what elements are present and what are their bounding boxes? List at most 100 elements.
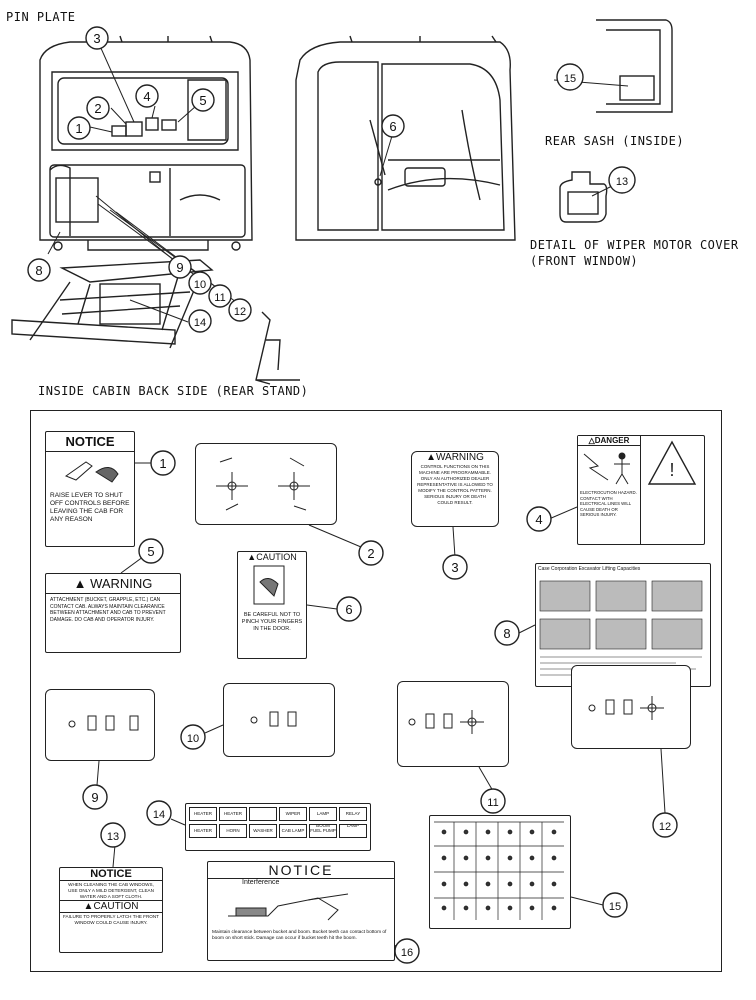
inside-cabin-label: INSIDE CABIN BACK SIDE (REAR STAND) — [38, 384, 309, 398]
svg-text:6: 6 — [389, 119, 396, 134]
svg-text:12: 12 — [234, 306, 246, 318]
svg-text:10: 10 — [187, 733, 199, 745]
notice-decal-1: NOTICE RAISE LEVER TO SHUT OFF CONTROLS … — [45, 431, 135, 547]
panel-callouts: 1 2 3 4 5 6 8 9 10 11 12 14 13 15 16 — [82, 450, 678, 964]
leader-lines — [47, 45, 629, 323]
notice-header-16: NOTICE — [208, 862, 394, 879]
svg-text:8: 8 — [503, 626, 510, 641]
rear-sash-label: REAR SASH (INSIDE) — [545, 134, 685, 148]
decal-panel: NOTICE RAISE LEVER TO SHUT OFF CONTROLS … — [30, 410, 722, 972]
fuse-cell: LAMP BOOM — [309, 807, 337, 828]
svg-text:6: 6 — [345, 602, 352, 617]
danger-header: △DANGER — [578, 436, 640, 446]
danger-text: ELECTROCUTION HAZARD. CONTACT WITH ELECT… — [580, 490, 637, 517]
svg-text:12: 12 — [659, 821, 671, 833]
fuse-cell: WIPER — [279, 807, 307, 821]
switch-icons — [408, 710, 484, 734]
capacity-table-graphic — [539, 580, 703, 676]
electrocution-icon — [583, 452, 630, 485]
pinch-icon — [253, 565, 285, 605]
notice-header-13: NOTICE — [60, 868, 162, 881]
danger-decal-4: △DANGER ELECTROCUTION HAZARD. CONTACT WI… — [577, 435, 705, 545]
svg-text:13: 13 — [107, 831, 119, 843]
caution-header-13: ▲CAUTION — [60, 900, 162, 914]
fuse-row-1: HEATER HEATER WIPER LAMP BOOM RELAY LAMP — [189, 807, 367, 828]
switch-icons — [250, 711, 297, 727]
cab-rear-view — [39, 35, 253, 251]
fuse-cell — [249, 807, 277, 821]
hand-signals-decal-15 — [429, 815, 571, 929]
svg-text:3: 3 — [93, 31, 100, 46]
rear-stand-drawing — [11, 259, 300, 385]
notice-decal-13: NOTICE WHEN CLEANING THE CAB WINDOWS, US… — [59, 867, 163, 953]
svg-text:11: 11 — [214, 292, 225, 304]
svg-text:1: 1 — [75, 121, 82, 136]
fuse-cell: HEATER — [189, 824, 217, 838]
fuse-cell: HORN — [219, 824, 247, 838]
switch-decal-11 — [397, 681, 509, 767]
warning-text-5: ATTACHMENT (BUCKET, GRAPPLE, ETC.) CAN C… — [50, 597, 166, 623]
svg-text:15: 15 — [609, 901, 621, 913]
fuse-cell: FUEL PUMP — [309, 824, 337, 838]
svg-text:16: 16 — [401, 947, 413, 959]
warning-text: CONTROL FUNCTIONS ON THIS MACHINE ARE PR… — [417, 464, 493, 505]
fuse-cell: HEATER — [219, 807, 247, 821]
svg-text:14: 14 — [194, 317, 206, 329]
notice-text-16: Maintain clearance between bucket and bo… — [212, 930, 387, 941]
cab-exterior-drawings: 1 2 3 4 5 6 8 9 10 11 12 14 15 13 — [11, 19, 673, 385]
fuse-label-decal-14: HEATER HEATER WIPER LAMP BOOM RELAY LAMP… — [185, 803, 371, 851]
wiper-detail-sublabel: (FRONT WINDOW) — [530, 254, 639, 268]
svg-text:15: 15 — [564, 73, 576, 85]
svg-text:13: 13 — [616, 176, 628, 188]
cab-side-view — [295, 35, 516, 241]
notice-text: RAISE LEVER TO SHUT OFF CONTROLS BEFORE … — [50, 492, 130, 523]
svg-text:8: 8 — [35, 263, 42, 278]
switch-decal-10 — [223, 683, 335, 757]
warning-decal-5: ▲ WARNING ATTACHMENT (BUCKET, GRAPPLE, E… — [45, 573, 181, 653]
switch-icons — [68, 715, 139, 731]
caution-text-13: FAILURE TO PROPERLY LATCH THE FRONT WIND… — [63, 914, 159, 926]
svg-text:9: 9 — [91, 790, 98, 805]
switch-icons — [588, 696, 664, 720]
caution-header: ▲CAUTION — [247, 552, 297, 562]
warning-header-5: ▲ WARNING — [46, 574, 180, 594]
svg-text:11: 11 — [487, 797, 498, 809]
capacity-title: Case Corporation Excavator Lifting Capac… — [538, 566, 641, 572]
svg-text:2: 2 — [367, 546, 374, 561]
svg-text:3: 3 — [451, 560, 458, 575]
fuse-row-2: HEATER HORN WASHER CAB LAMP FUEL PUMP — [189, 824, 367, 838]
svg-text:10: 10 — [194, 279, 206, 291]
pin-plate-label: PIN PLATE — [6, 10, 76, 24]
wiper-cover-drawing — [559, 171, 608, 223]
notice-decal-16: NOTICE Interference Maintain clearance b… — [207, 861, 395, 961]
control-pattern-decal — [195, 443, 337, 525]
svg-text:9: 9 — [176, 260, 183, 275]
switch-decal-12 — [571, 665, 691, 749]
svg-text:4: 4 — [535, 512, 542, 527]
svg-text:5: 5 — [147, 544, 154, 559]
lever-icon — [64, 461, 119, 483]
caution-text: BE CAREFUL NOT TO PINCH YOUR FINGERS IN … — [241, 612, 303, 632]
svg-text:2: 2 — [94, 101, 101, 116]
rear-sash-drawing — [596, 19, 673, 113]
svg-text:1: 1 — [159, 456, 166, 471]
caution-decal-6: ▲CAUTION BE CAREFUL NOT TO PINCH YOUR FI… — [237, 551, 307, 659]
notice-header: NOTICE — [46, 432, 134, 452]
fuse-cell — [339, 824, 367, 838]
svg-text:14: 14 — [153, 809, 165, 821]
fuse-cell: RELAY LAMP — [339, 807, 367, 828]
excavator-icon — [228, 893, 349, 921]
warning-decal-3: ▲WARNING CONTROL FUNCTIONS ON THIS MACHI… — [411, 451, 499, 527]
fuse-cell: WASHER — [249, 824, 277, 838]
svg-text:5: 5 — [199, 93, 206, 108]
warning-header: ▲WARNING — [426, 452, 484, 463]
hazard-triangle-icon: ! — [647, 440, 697, 485]
fuse-cell: CAB LAMP — [279, 824, 307, 838]
notice-text-13: WHEN CLEANING THE CAB WINDOWS, USE ONLY … — [68, 882, 154, 899]
notice-sub-16: Interference — [242, 879, 280, 886]
svg-text:!: ! — [669, 460, 674, 480]
switch-decal-9 — [45, 689, 155, 761]
control-pattern-icons — [216, 457, 310, 511]
wiper-detail-label: DETAIL OF WIPER MOTOR COVER — [530, 238, 739, 252]
svg-text:4: 4 — [143, 89, 150, 104]
